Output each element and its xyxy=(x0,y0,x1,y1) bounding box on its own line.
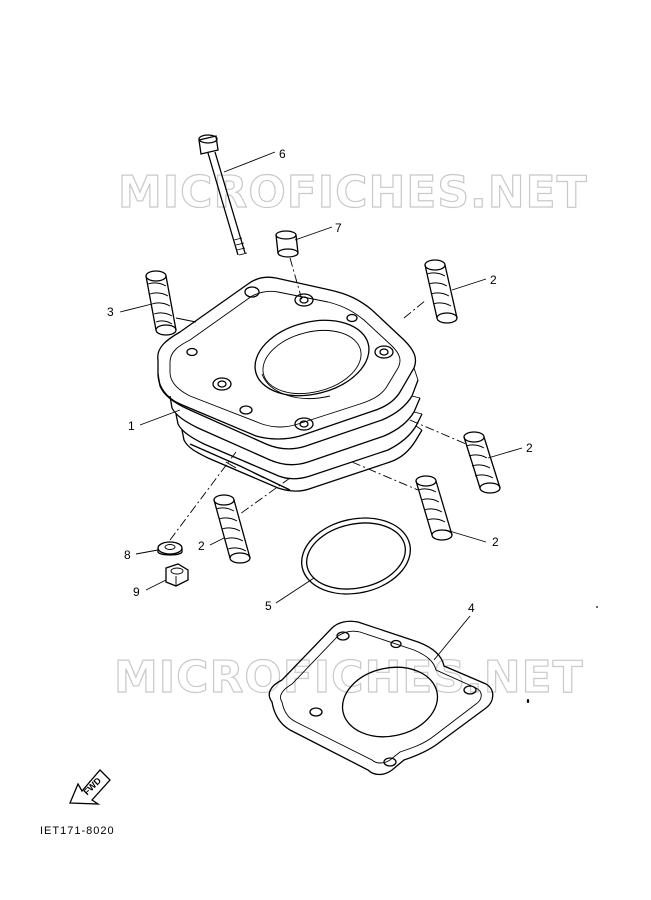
part-1-cylinder xyxy=(157,276,423,492)
callout-6: 6 xyxy=(279,147,286,161)
callout-2-low-left: 2 xyxy=(198,539,205,553)
part-3-stud xyxy=(145,270,197,336)
part-2-stud-mid-right xyxy=(409,419,501,494)
part-4-gasket xyxy=(268,620,494,776)
watermark-bottom: MICROFICHES.NET xyxy=(114,652,584,703)
part-7-dowel xyxy=(275,230,303,301)
callout-9: 9 xyxy=(133,585,140,599)
callout-2-low-right: 2 xyxy=(492,535,499,549)
speck-lower-right xyxy=(526,699,530,703)
part-5-o-ring xyxy=(301,517,411,595)
speck-right xyxy=(596,606,598,608)
part-9-nut xyxy=(165,563,189,587)
callout-3: 3 xyxy=(107,305,114,319)
fwd-arrow-icon: FWD xyxy=(69,769,111,805)
callout-1: 1 xyxy=(128,419,135,433)
watermark-top: MICROFICHES.NET xyxy=(118,167,588,218)
fwd-label: FWD xyxy=(82,775,104,797)
part-6-bolt xyxy=(198,134,248,256)
part-2-stud-top-right xyxy=(403,259,458,324)
part-8-washer xyxy=(157,451,237,556)
figure-code: IET171-8020 xyxy=(40,825,115,837)
callout-8: 8 xyxy=(124,548,131,562)
part-2-stud-low-left xyxy=(213,477,291,564)
leader-lines xyxy=(119,151,523,661)
callout-2-top: 2 xyxy=(490,273,497,287)
callout-2-mid: 2 xyxy=(526,441,533,455)
part-2-stud-low-right xyxy=(351,461,453,541)
callout-7: 7 xyxy=(335,221,342,235)
callout-4: 4 xyxy=(468,601,475,615)
callout-5: 5 xyxy=(265,599,272,613)
